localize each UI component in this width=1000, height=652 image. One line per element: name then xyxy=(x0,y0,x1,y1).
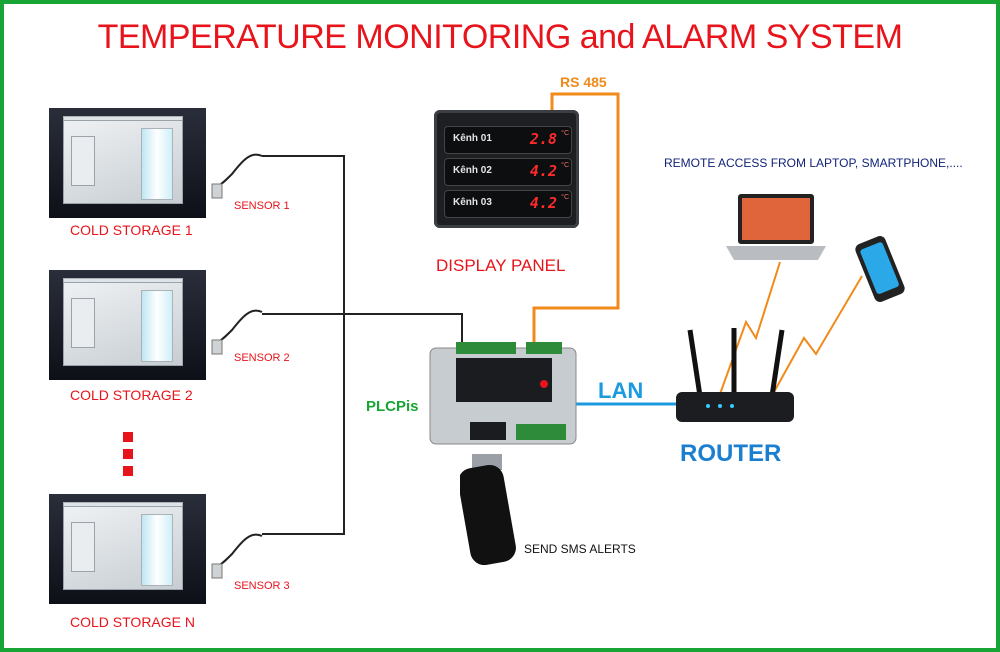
temperature-value: 2.8 xyxy=(529,130,557,148)
ellipsis-dot xyxy=(123,449,133,459)
cold-storage-2-image xyxy=(49,270,206,380)
channel-label: Kênh 02 xyxy=(453,165,492,176)
rs485-cable xyxy=(532,92,620,344)
temperature-value: 4.2 xyxy=(529,162,557,180)
remote-access-label: REMOTE ACCESS FROM LAPTOP, SMARTPHONE,..… xyxy=(664,156,963,170)
sensor-2-cable xyxy=(262,313,463,346)
rs485-label: RS 485 xyxy=(560,74,607,90)
display-panel-label: DISPLAY PANEL xyxy=(436,256,566,275)
diagram-title: TEMPERATURE MONITORING and ALARM SYSTEM xyxy=(97,18,903,56)
cold-storage-1-image xyxy=(49,108,206,218)
temperature-unit: °C xyxy=(561,162,569,169)
router-label: ROUTER xyxy=(680,440,782,467)
sensor-1-icon xyxy=(210,144,266,200)
ellipsis-dot xyxy=(123,432,133,442)
display-row-3: Kênh 03 4.2 °C xyxy=(444,190,572,218)
plc-label: PLCPis xyxy=(366,398,419,415)
display-panel-device: Kênh 01 2.8 °C Kênh 02 4.2 °C Kênh 03 4.… xyxy=(434,110,579,228)
plc-device-icon xyxy=(429,342,577,445)
smartphone-icon xyxy=(855,236,905,302)
sensor-1-cable xyxy=(262,155,345,314)
sensor-3-label: SENSOR 3 xyxy=(234,580,290,592)
display-row-1: Kênh 01 2.8 °C xyxy=(444,126,572,154)
laptop-icon xyxy=(726,194,826,260)
sensor-2-label: SENSOR 2 xyxy=(234,352,290,364)
sensor-3-cable xyxy=(262,314,345,535)
display-row-2: Kênh 02 4.2 °C xyxy=(444,158,572,186)
temperature-value: 4.2 xyxy=(529,194,557,212)
cold-storage-n-image xyxy=(49,494,206,604)
router-icon xyxy=(676,328,794,422)
temperature-unit: °C xyxy=(561,194,569,201)
sensor-2-icon xyxy=(210,300,266,356)
wireless-link-phone xyxy=(773,275,863,393)
cold-storage-n-label: COLD STORAGE N xyxy=(70,614,195,630)
cold-storage-2-label: COLD STORAGE 2 xyxy=(70,387,193,403)
temperature-unit: °C xyxy=(561,130,569,137)
sensor-1-label: SENSOR 1 xyxy=(234,200,290,212)
channel-label: Kênh 01 xyxy=(453,133,492,144)
ellipsis-dot xyxy=(123,466,133,476)
sensor-3-icon xyxy=(210,524,266,580)
lan-label: LAN xyxy=(598,378,644,403)
sms-alert-label: SEND SMS ALERTS xyxy=(524,542,636,556)
channel-label: Kênh 03 xyxy=(453,197,492,208)
usb-modem-icon xyxy=(460,454,516,566)
cold-storage-1-label: COLD STORAGE 1 xyxy=(70,222,193,238)
